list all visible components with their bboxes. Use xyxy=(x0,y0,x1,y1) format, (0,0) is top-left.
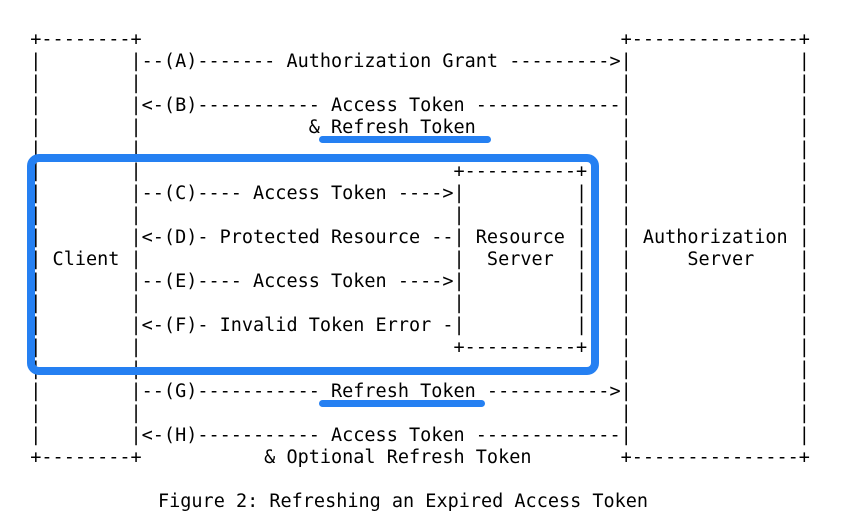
ascii-art-line: +--------+ +---------------+ xyxy=(8,29,810,50)
ascii-art-line: | Client | | Server | | Server | xyxy=(8,249,810,270)
figure-caption: Figure 2: Refreshing an Expired Access T… xyxy=(158,491,649,512)
ascii-art-line: | | | | xyxy=(8,403,810,424)
ascii-art-line: | |<-(D)- Protected Resource --| Resourc… xyxy=(8,227,810,248)
ascii-art-line: | |--(E)---- Access Token ---->| | | | xyxy=(8,271,810,292)
refresh-token-underline-bottom xyxy=(319,400,485,407)
ascii-art-line: | | | | xyxy=(8,139,810,160)
ascii-art-line: | | | | xyxy=(8,73,810,94)
ascii-art-line: | |--(A)------- Authorization Grant ----… xyxy=(8,51,810,72)
ascii-diagram: +--------+ +---------------+ | |--(A)---… xyxy=(8,29,810,469)
ascii-art-line: +--------+ & Optional Refresh Token +---… xyxy=(8,447,810,468)
ascii-art-line: | | & Refresh Token | | xyxy=(8,117,810,138)
ascii-art-line: | |<-(B)----------- Access Token -------… xyxy=(8,95,810,116)
ascii-art-line: | | +----------+ | | xyxy=(8,161,810,182)
ascii-art-line: | |--(C)---- Access Token ---->| | | | xyxy=(8,183,810,204)
ascii-art-line: | |<-(H)----------- Access Token -------… xyxy=(8,425,810,446)
highlight-box xyxy=(27,154,599,375)
ascii-art-line: | |--(G)----------- Refresh Token ------… xyxy=(8,381,810,402)
ascii-art-line: | | +----------+ | | xyxy=(8,337,810,358)
ascii-art-line: | | | | | | xyxy=(8,205,810,226)
ascii-art-line: | |<-(F)- Invalid Token Error -| | | | xyxy=(8,315,810,336)
ascii-art-line: | | | | | | xyxy=(8,293,810,314)
refresh-token-underline-top xyxy=(319,136,491,143)
